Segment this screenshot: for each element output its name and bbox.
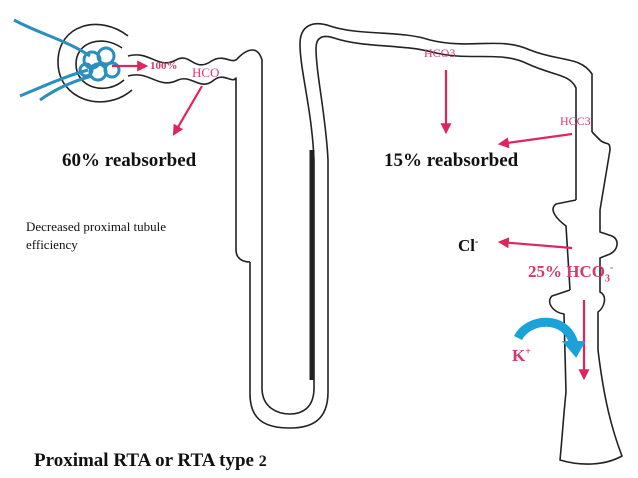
distal-reabsorption-arrow <box>497 132 573 149</box>
excreted-bicarbonate-text: 25% HCO <box>528 262 605 281</box>
bicarbonate-subscript: 3 <box>604 273 610 285</box>
pct-reabsorption-arrow <box>172 85 203 136</box>
chloride-label: Cl- <box>458 236 478 256</box>
chloride-charge: - <box>475 236 479 248</box>
reabsorbed-60-label: 60% reabsorbed <box>62 150 197 171</box>
distal-tubule <box>299 22 593 200</box>
diagram-title: Proximal RTA or RTA type 2 <box>34 450 267 472</box>
loop-of-henle <box>249 150 329 429</box>
bowmans-capsule <box>57 23 133 103</box>
collecting-duct <box>548 131 623 465</box>
diagram-title-text: Proximal RTA or RTA type <box>34 450 254 471</box>
glomerulus <box>13 18 121 102</box>
potassium-arrow <box>513 317 586 358</box>
decreased-efficiency-note: Decreased proximal tubule efficiency <box>26 219 167 252</box>
potassium-charge: + <box>525 346 531 358</box>
reabsorbed-15-label: 15% reabsorbed <box>384 150 519 171</box>
chloride-symbol: Cl <box>458 236 475 255</box>
filtered-percent-label: 100% <box>150 60 178 72</box>
potassium-label: K+ <box>512 346 531 366</box>
chloride-arrow <box>497 237 573 250</box>
hco-label-left: HCO <box>192 65 220 80</box>
hco3-label-top: HCO3 <box>424 46 456 60</box>
bicarbonate-arrows <box>112 60 590 381</box>
excreted-bicarbonate-label: 25% HCO3- <box>528 262 613 284</box>
bicarbonate-charge: - <box>609 262 614 274</box>
hcc3-label-right: HCC3 <box>560 114 591 128</box>
proximal-tubule <box>127 49 263 263</box>
potassium-symbol: K <box>512 346 526 365</box>
diagram-title-number: 2 <box>258 453 267 470</box>
